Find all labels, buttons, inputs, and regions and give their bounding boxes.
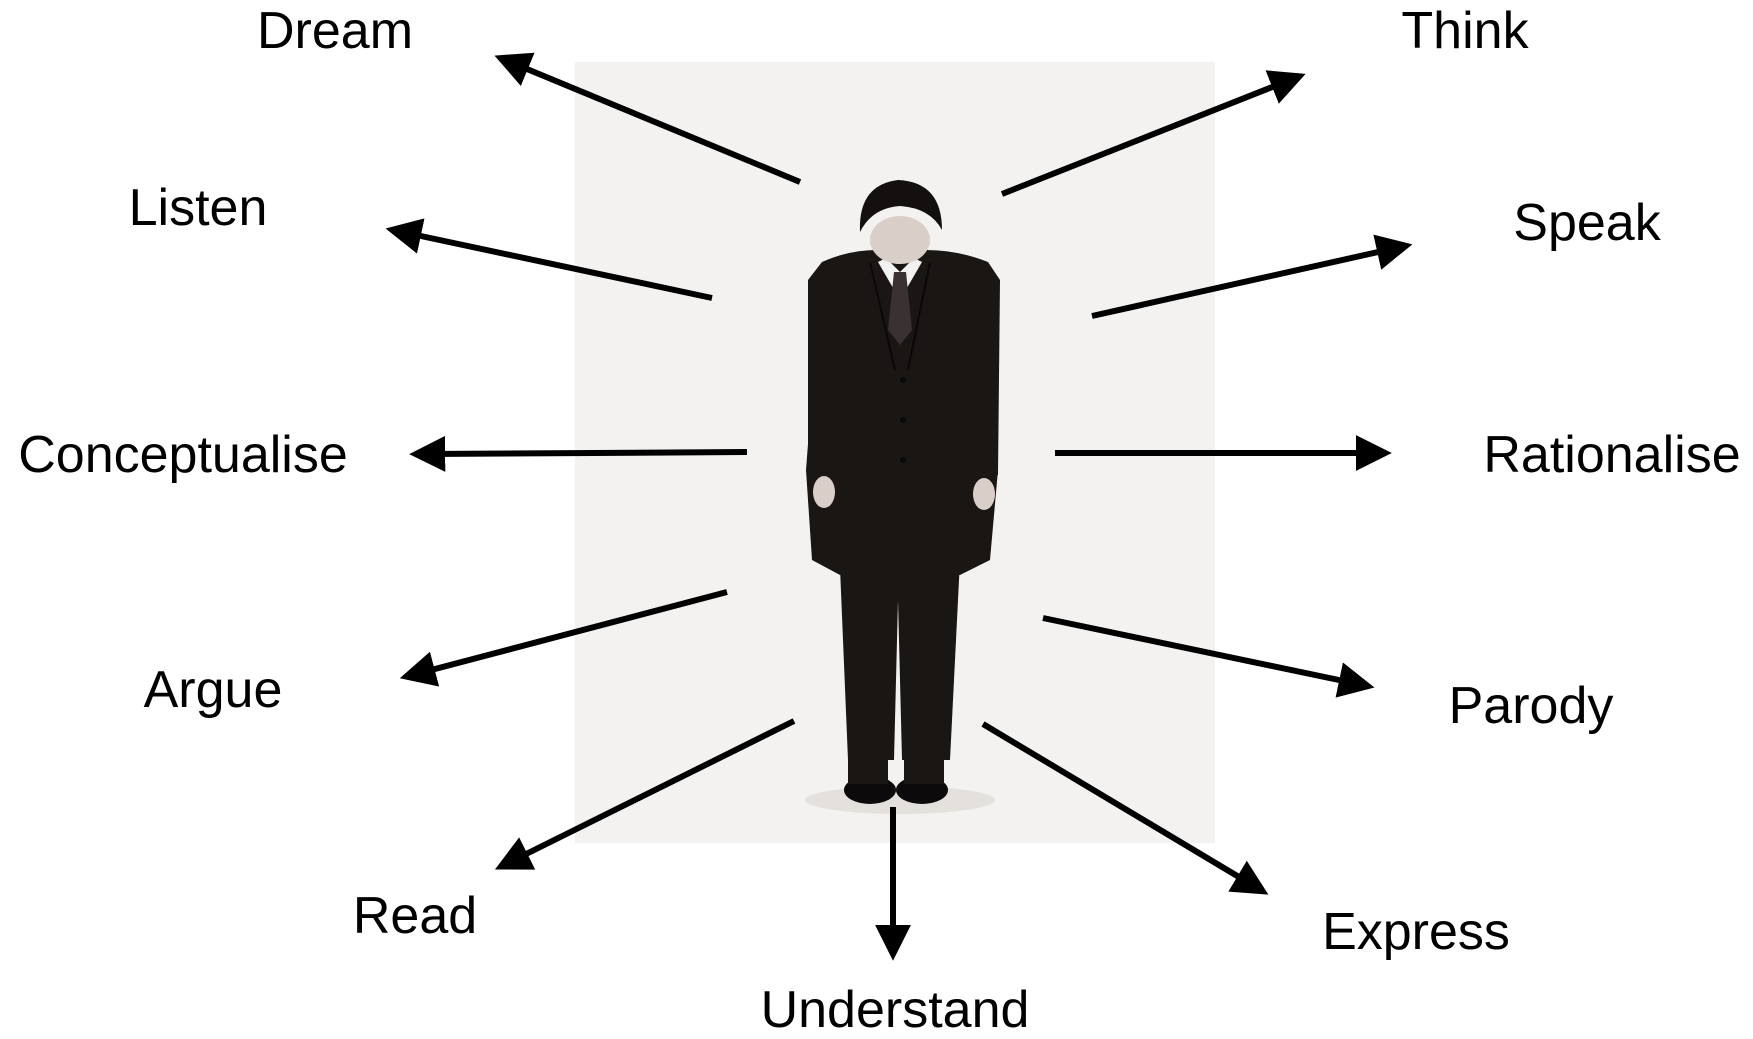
label-rationalise: Rationalise — [1483, 426, 1741, 484]
trousers — [838, 520, 962, 760]
right-hand — [973, 478, 995, 510]
tie — [888, 272, 912, 345]
label-understand: Understand — [760, 981, 1030, 1039]
label-speak: Speak — [1513, 194, 1661, 252]
face — [870, 216, 930, 264]
label-listen: Listen — [128, 179, 268, 237]
arrow-think — [1000, 70, 1306, 197]
left-arm — [808, 262, 842, 480]
label-dream: Dream — [256, 2, 414, 60]
arrow-conceptualise — [409, 435, 748, 472]
arrow-parody — [1042, 615, 1375, 698]
label-parody: Parody — [1448, 677, 1614, 735]
label-argue: Argue — [143, 661, 283, 719]
hair — [859, 180, 942, 232]
jacket — [806, 249, 998, 576]
left-hand — [813, 476, 835, 508]
label-express: Express — [1322, 903, 1510, 961]
arrow-listen — [385, 218, 713, 301]
arrow-express — [981, 721, 1269, 895]
right-arm — [966, 262, 1000, 482]
arrow-speak — [1091, 234, 1413, 319]
label-conceptualise: Conceptualise — [18, 426, 348, 484]
arrow-dream — [494, 52, 802, 185]
arrow-read — [494, 718, 796, 870]
label-read: Read — [352, 887, 478, 945]
arrow-argue — [399, 589, 728, 687]
label-think: Think — [1401, 2, 1529, 60]
arrows — [385, 52, 1413, 961]
